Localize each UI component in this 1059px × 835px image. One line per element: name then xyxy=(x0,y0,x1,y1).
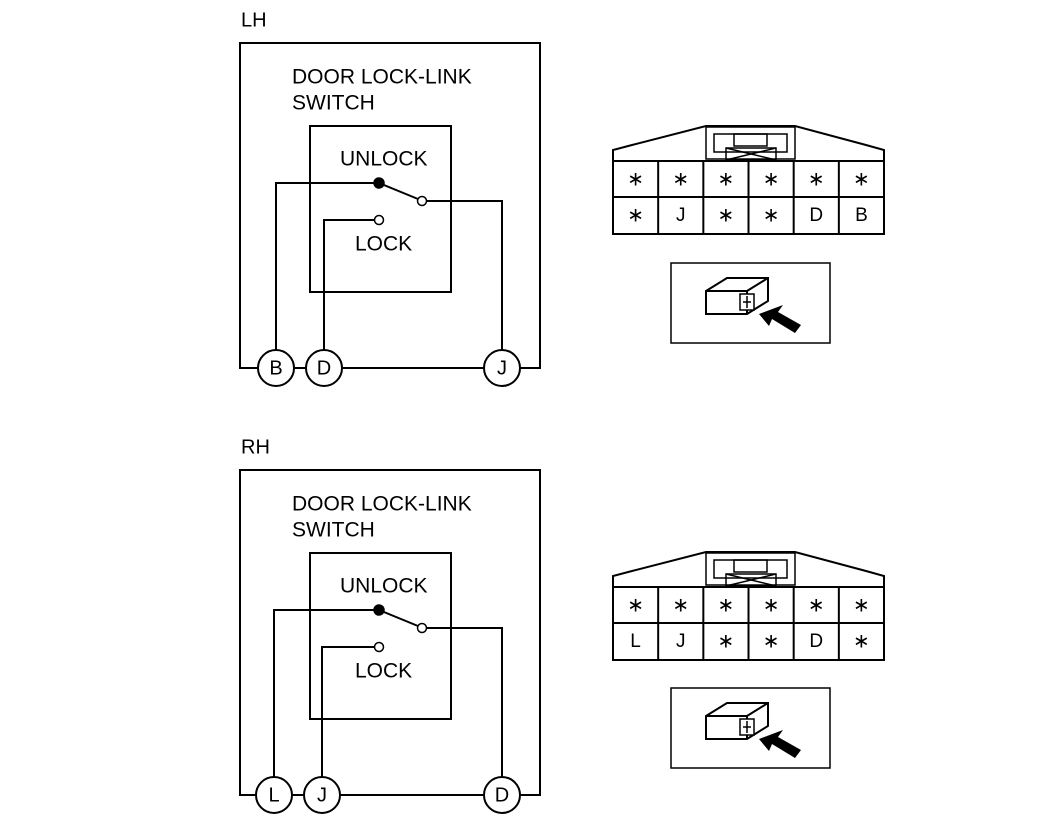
terminal-circle xyxy=(303,776,341,814)
common-contact xyxy=(416,195,428,207)
wire-unlock xyxy=(273,609,374,777)
outer-frame xyxy=(239,42,541,369)
lock-tab-cross xyxy=(725,147,777,161)
pin-unused: ∗ xyxy=(763,168,780,190)
pin-unused: ∗ xyxy=(718,168,735,190)
wires xyxy=(273,609,503,777)
arrow-icon xyxy=(759,305,801,333)
unlock-label: UNLOCK xyxy=(340,575,428,598)
arrow-icon xyxy=(759,730,801,758)
pin-d: D xyxy=(809,205,823,226)
terminal-l: L xyxy=(255,776,293,814)
common-contact xyxy=(416,622,428,634)
lock-tab-cross xyxy=(725,573,777,587)
terminal-label: J xyxy=(497,357,507,379)
pin-d: D xyxy=(809,631,823,652)
pin-unused: ∗ xyxy=(808,168,825,190)
switch-lever xyxy=(378,182,419,200)
switch-box xyxy=(309,552,452,720)
pin-unused: ∗ xyxy=(808,594,825,616)
lock-tab xyxy=(705,126,796,160)
pin-unused: ∗ xyxy=(763,630,780,652)
wire-common xyxy=(426,627,503,777)
terminal-j: J xyxy=(303,776,341,814)
view-direction-icon xyxy=(670,262,831,344)
pin-unused: ∗ xyxy=(718,594,735,616)
pin-unused: ∗ xyxy=(627,204,644,226)
switch-box xyxy=(309,125,452,293)
pin-unused: ∗ xyxy=(853,168,870,190)
pin-unused: ∗ xyxy=(763,594,780,616)
pin-unused: ∗ xyxy=(763,204,780,226)
pin-l: L xyxy=(630,631,641,652)
terminal-circle xyxy=(305,349,343,387)
pin-unused: ∗ xyxy=(672,168,689,190)
wire-lock xyxy=(321,646,374,777)
pin-j: J xyxy=(676,205,686,226)
switch-contacts xyxy=(373,604,428,653)
switch-contacts xyxy=(373,177,428,226)
frame-outline xyxy=(239,42,541,369)
terminal-label: B xyxy=(269,357,282,379)
switch-label-line2: SWITCH xyxy=(292,519,375,542)
terminal-d: D xyxy=(483,776,521,814)
lock-label: LOCK xyxy=(355,660,412,683)
switch-label-line1: DOOR LOCK-LINK xyxy=(292,493,472,516)
pin-unused: ∗ xyxy=(853,630,870,652)
lock-contact xyxy=(373,214,385,226)
lock-label: LOCK xyxy=(355,233,412,256)
wire-lock xyxy=(323,219,374,350)
lock-tab-slot xyxy=(733,133,768,147)
unlock-label: UNLOCK xyxy=(340,148,428,171)
lock-tab xyxy=(705,552,796,586)
terminal-circle xyxy=(483,776,521,814)
pin-j: J xyxy=(676,631,686,652)
switch-lever xyxy=(378,609,419,627)
connector-face: ∗ ∗ ∗ ∗ ∗ ∗ ∗ J ∗ ∗ D B xyxy=(612,125,885,235)
wire-common xyxy=(426,200,503,350)
terminal-circle xyxy=(255,776,293,814)
terminal-d: D xyxy=(305,349,343,387)
pin-unused: ∗ xyxy=(627,168,644,190)
pin-unused: ∗ xyxy=(627,594,644,616)
terminal-label: D xyxy=(495,784,509,806)
outer-frame xyxy=(239,469,541,796)
terminal-label: D xyxy=(317,357,331,379)
pin-unused: ∗ xyxy=(853,594,870,616)
block-edge xyxy=(746,702,769,717)
view-direction-icon xyxy=(670,687,831,769)
terminal-circle xyxy=(483,349,521,387)
terminal-label: L xyxy=(268,784,279,806)
wires xyxy=(275,182,503,350)
block-edge xyxy=(746,277,769,292)
connector-face: ∗ ∗ ∗ ∗ ∗ ∗ L J ∗ ∗ D ∗ xyxy=(612,551,885,661)
side-label: LH xyxy=(241,9,267,31)
connector-housing xyxy=(612,551,885,661)
lock-tab-slot xyxy=(733,559,768,573)
connector-housing xyxy=(612,125,885,235)
terminal-label: J xyxy=(317,784,327,806)
frame-outline xyxy=(239,469,541,796)
wire-unlock xyxy=(275,182,374,350)
terminal-circle xyxy=(257,349,295,387)
icon-frame xyxy=(670,262,831,344)
pin-unused: ∗ xyxy=(718,630,735,652)
pin-unused: ∗ xyxy=(672,594,689,616)
switch-label-line2: SWITCH xyxy=(292,92,375,115)
switch-label-line1: DOOR LOCK-LINK xyxy=(292,66,472,89)
icon-frame xyxy=(670,687,831,769)
side-label: RH xyxy=(241,436,270,458)
terminal-j: J xyxy=(483,349,521,387)
pin-unused: ∗ xyxy=(718,204,735,226)
terminal-b: B xyxy=(257,349,295,387)
pin-b: B xyxy=(855,205,868,226)
lock-contact xyxy=(373,641,385,653)
